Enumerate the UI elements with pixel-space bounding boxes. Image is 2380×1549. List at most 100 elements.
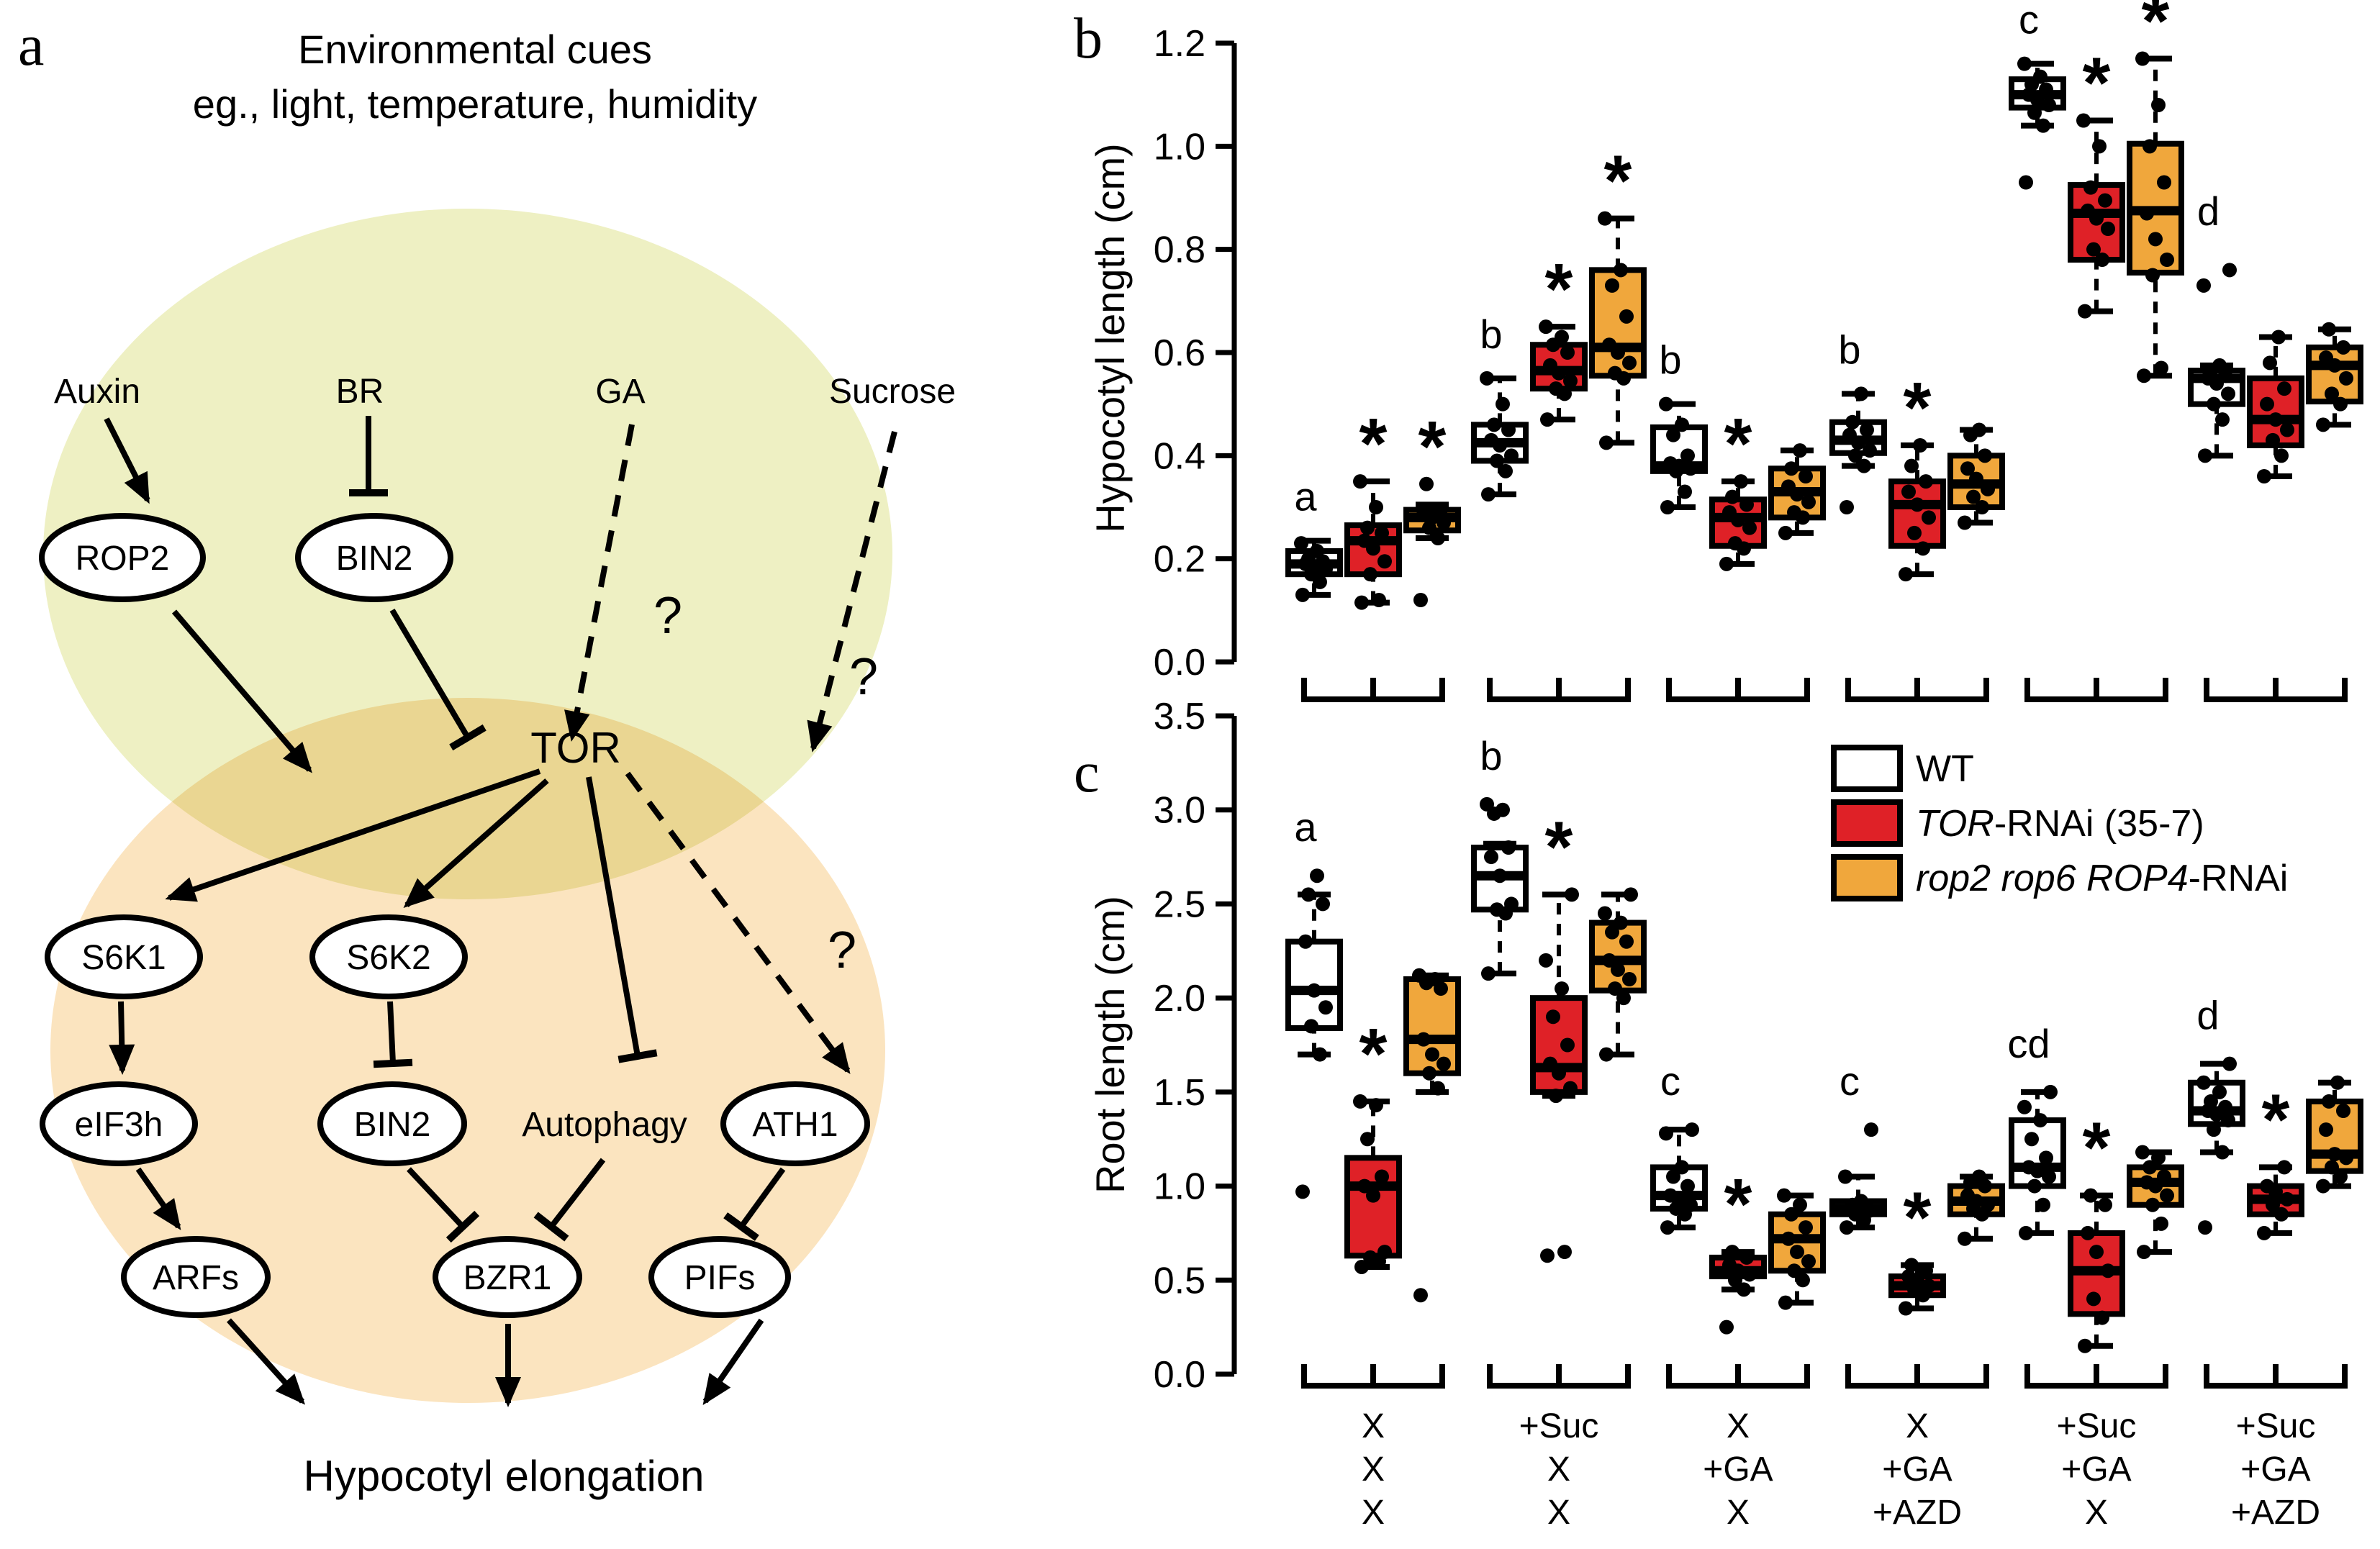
y-tick-label: 3.0: [1154, 790, 1205, 832]
data-point: [2274, 448, 2289, 463]
data-point: [1504, 448, 1519, 463]
data-point: [2017, 56, 2032, 71]
treatment-group-4: b*: [1829, 327, 2005, 702]
data-point: [1428, 972, 1442, 986]
data-point: [2316, 417, 2330, 432]
data-point: [1487, 417, 1501, 432]
significance-star: *: [2083, 43, 2111, 124]
group-bracket: [2204, 678, 2348, 702]
data-point: [2157, 175, 2171, 190]
data-point: [2019, 175, 2033, 190]
edge-ath1-pifs-inhibits: [723, 1167, 786, 1241]
edge-rop2-tor-activates: [171, 609, 312, 773]
panel-b-label: b: [1074, 7, 1103, 71]
edge-tor-s6k1-activates: [165, 768, 541, 902]
data-point: [2137, 368, 2151, 383]
node-eif3h-ellipse: [40, 1081, 198, 1166]
data-point: [1377, 1245, 1392, 1260]
significance-letter: d: [2196, 993, 2219, 1038]
data-point: [2137, 1245, 2151, 1260]
data-point: [1725, 1245, 1739, 1260]
box-c-g6-wt: d: [2188, 993, 2245, 1235]
data-point: [1318, 1000, 1333, 1015]
edge-eif3h-arfs-activates: [135, 1167, 181, 1230]
data-point: [1778, 525, 1793, 540]
data-point: [2083, 180, 2098, 195]
data-point: [1481, 966, 1496, 981]
box-b-g5-tor: *: [2068, 43, 2125, 319]
node-bzr1-label: BZR1: [463, 1259, 552, 1297]
data-point: [1366, 1188, 1380, 1203]
data-point: [1353, 474, 1367, 489]
data-point: [2277, 381, 2291, 396]
significance-letter: b: [1480, 312, 1502, 357]
legend-label-tor: TOR-RNAi (35-7): [1916, 803, 2204, 845]
data-point: [1598, 211, 1612, 226]
question-mark-sucrose: ?: [849, 648, 878, 706]
node-bin2-upper: BIN2: [295, 513, 453, 602]
data-point: [1434, 502, 1448, 517]
data-point: [1363, 1250, 1377, 1265]
significance-letter: a: [1294, 474, 1317, 519]
significance-letter: b: [1659, 337, 1681, 383]
data-point: [2076, 113, 2091, 128]
y-tick-label: 1.0: [1154, 126, 1205, 168]
data-point: [2277, 1160, 2291, 1175]
box-b-g2-rop: *: [1589, 141, 1647, 450]
significance-letter: a: [1294, 804, 1317, 850]
data-point: [2098, 193, 2112, 208]
condition-label: +GA: [1882, 1450, 1952, 1489]
data-point: [1622, 972, 1637, 986]
data-point: [2143, 1160, 2157, 1175]
box-c-g2-wt: b: [1471, 733, 1529, 981]
data-point: [2154, 360, 2168, 376]
node-pifs: PIFs: [648, 1236, 791, 1318]
data-point: [1360, 1132, 1375, 1147]
data-point: [2325, 386, 2339, 401]
edge-ga-tor-unknown: [564, 424, 635, 742]
condition-label: X: [1727, 1407, 1750, 1445]
significance-star: *: [1545, 249, 1573, 330]
data-point: [1863, 443, 1877, 458]
edge-tor-ath1-unknown: [625, 771, 851, 1074]
box-b-g1-wt: a: [1285, 474, 1343, 602]
treatment-group-5: c*d*: [2009, 0, 2220, 702]
data-point: [1307, 983, 1321, 998]
y-tick-label: 0.5: [1154, 1260, 1205, 1302]
condition-label: X: [1362, 1494, 1385, 1532]
data-point: [2036, 118, 2050, 133]
data-point: [2083, 1188, 2098, 1203]
significance-letter: d: [2197, 188, 2220, 234]
significance-star: *: [2262, 1079, 2290, 1160]
condition-label: +GA: [1703, 1450, 1773, 1489]
data-point: [2266, 432, 2280, 448]
data-point: [1496, 802, 1510, 817]
data-point: [2222, 263, 2237, 278]
condition-label: +Suc: [2236, 1407, 2316, 1445]
condition-label: +Suc: [1519, 1407, 1599, 1445]
data-point: [2027, 1178, 2042, 1194]
data-point: [1295, 587, 1310, 602]
data-point: [2042, 1169, 2056, 1184]
condition-label: X: [1362, 1407, 1385, 1445]
data-point: [2081, 1225, 2095, 1240]
data-point: [1363, 567, 1377, 582]
edge-tor-s6k2-activates: [403, 778, 549, 908]
data-point: [2196, 1075, 2211, 1090]
data-point: [1360, 520, 1375, 535]
data-point: [2207, 1122, 2221, 1137]
data-point: [1555, 981, 1569, 996]
data-point: [2095, 1310, 2109, 1325]
question-mark-ga: ?: [653, 587, 682, 645]
data-point: [1958, 515, 1972, 530]
data-point: [2135, 1145, 2150, 1160]
data-point: [1622, 355, 1637, 371]
data-point: [2257, 1225, 2271, 1240]
data-point: [2143, 139, 2157, 154]
data-point: [2140, 206, 2154, 221]
box-b-g1-rop: *: [1403, 406, 1461, 607]
y-tick-label: 0.2: [1154, 539, 1205, 581]
box-c-g6-rop: [2306, 1075, 2363, 1194]
